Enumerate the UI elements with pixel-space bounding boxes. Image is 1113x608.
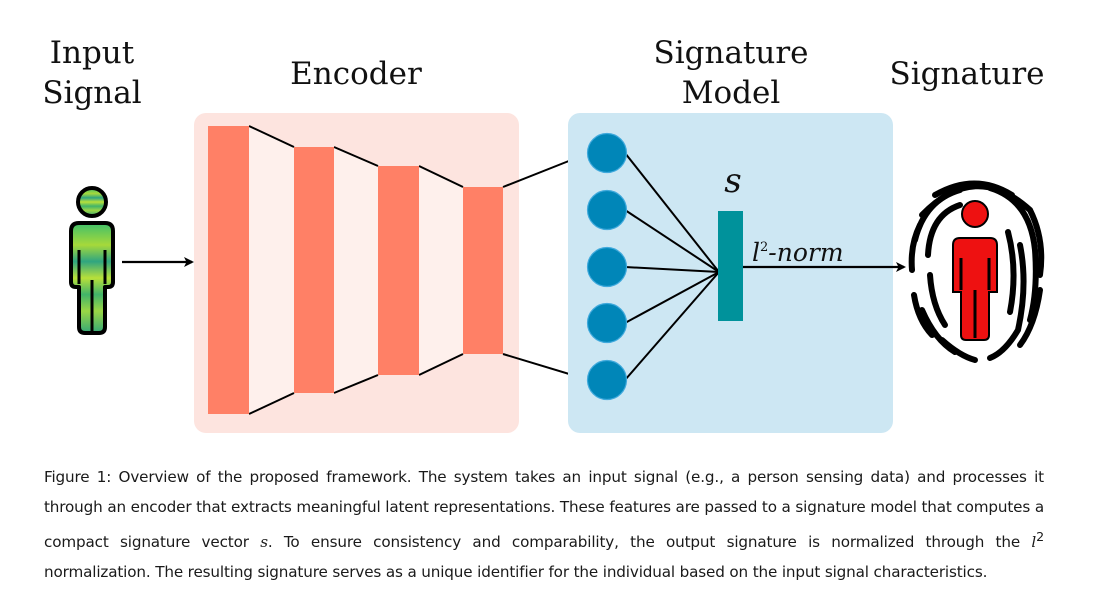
signature-vector-label: s (724, 161, 741, 201)
node (586, 302, 628, 344)
node (586, 189, 628, 231)
encoder-title: Encoder (290, 56, 422, 92)
signature-vector-bar (718, 211, 743, 321)
encoder-layer-2 (294, 147, 334, 393)
framework-diagram: Input Signal Encoder Signature Model Sig… (42, 35, 1045, 433)
node (586, 359, 628, 401)
signature-model-title: Signature (653, 35, 808, 71)
caption-prefix: Figure 1: Overview of the proposed frame… (44, 468, 1044, 552)
encoder-layer-4 (463, 187, 503, 354)
input-signal-title: Input (50, 35, 135, 71)
encoder-layer-1 (208, 126, 249, 414)
encoder-connectors (248, 125, 464, 415)
signature-title: Signature (889, 56, 1044, 92)
signature-model-title-line2: Model (682, 75, 781, 111)
l2-norm-base: l (752, 238, 760, 267)
input-signal-title-line2: Signal (42, 75, 141, 111)
caption-var-s: s (260, 533, 268, 552)
caption-suffix: normalization. The resulting signature s… (44, 563, 988, 582)
signature-nodes (586, 132, 628, 401)
caption-sup: 2 (1036, 529, 1044, 544)
node (586, 246, 628, 288)
caption-middle: . To ensure consistency and comparabilit… (267, 533, 1032, 552)
l2-norm-label: l2-norm (752, 238, 844, 267)
encoder-layer-3 (378, 166, 419, 375)
l2-norm-suffix: -norm (768, 238, 843, 267)
node-connectors (624, 152, 720, 381)
fingerprint-person-icon (908, 180, 1045, 363)
node (586, 132, 628, 174)
person-signal-icon (69, 186, 115, 335)
caption-var-l: l (1031, 533, 1037, 552)
l2-norm-sup: 2 (760, 240, 768, 255)
figure-caption: Figure 1: Overview of the proposed frame… (44, 462, 1044, 587)
